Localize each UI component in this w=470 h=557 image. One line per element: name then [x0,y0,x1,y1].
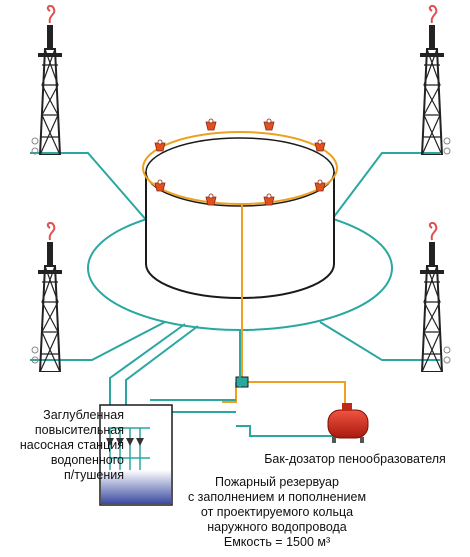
valve-icon [31,137,39,155]
foam-generator-icon [154,139,166,152]
tower-bottom-right [419,222,451,372]
foam-generator-icon [314,139,326,152]
lattice-tower-icon [419,222,445,372]
pump-station-label: Заглубленная повысительная насосная стан… [8,408,124,483]
reservoir-label-line: с заполнением и пополнением [187,490,367,504]
dosing-tank-label: Бак-дозатор пенообразователя [250,452,460,467]
foam-generator-icon [263,118,275,131]
foam-generator-icon [154,179,166,192]
valve-icon [443,346,451,364]
pump-station-label-line: повысительная [34,423,124,437]
reservoir-water [101,470,171,504]
storage-tank [145,137,335,299]
lattice-tower-icon [37,222,63,372]
foam-generator-icon [263,193,275,206]
reservoir-label-line: Пожарный резервуар [215,475,339,489]
pump-station-label-line: насосная станция [19,438,124,452]
pump-station-label-line: п/тушения [64,468,124,482]
lattice-tower-icon [37,5,63,155]
pump-icon [126,438,134,446]
foam-mixer-box [235,376,249,388]
foam-generator-icon [205,118,217,131]
tower-top-right [419,5,451,155]
dosing-tank-label-line: Бак-дозатор пенообразователя [264,452,446,466]
reservoir-label: Пожарный резервуар с заполнением и попол… [152,475,402,550]
pump-icon [116,438,124,446]
foam-generator-icon [205,193,217,206]
pump-manifold [109,427,150,470]
pump-station-label-line: Заглубленная [43,408,124,422]
tower-top-left [31,5,63,155]
tower-branch-lines [30,152,440,361]
foam-supply-line [222,204,346,408]
valve-icon [31,346,39,364]
pump-station-label-line: водопенного [50,453,124,467]
lattice-tower-icon [419,5,445,155]
reservoir-label-line: от проектируемого кольца [200,505,354,519]
reservoir-capacity: Емкость = 1500 м³ [223,535,331,549]
pump-icon [106,438,114,446]
pump-supply-lines [109,323,335,437]
reservoir-label-line: наружного водопровода [207,520,347,534]
foam-generator-icon [314,179,326,192]
valve-icon [443,137,451,155]
tower-bottom-left [31,222,63,372]
foam-ring [142,131,338,205]
pump-station [99,404,173,506]
dosing-tank [327,403,369,443]
pump-icon [136,438,144,446]
foam-generators [154,118,326,206]
